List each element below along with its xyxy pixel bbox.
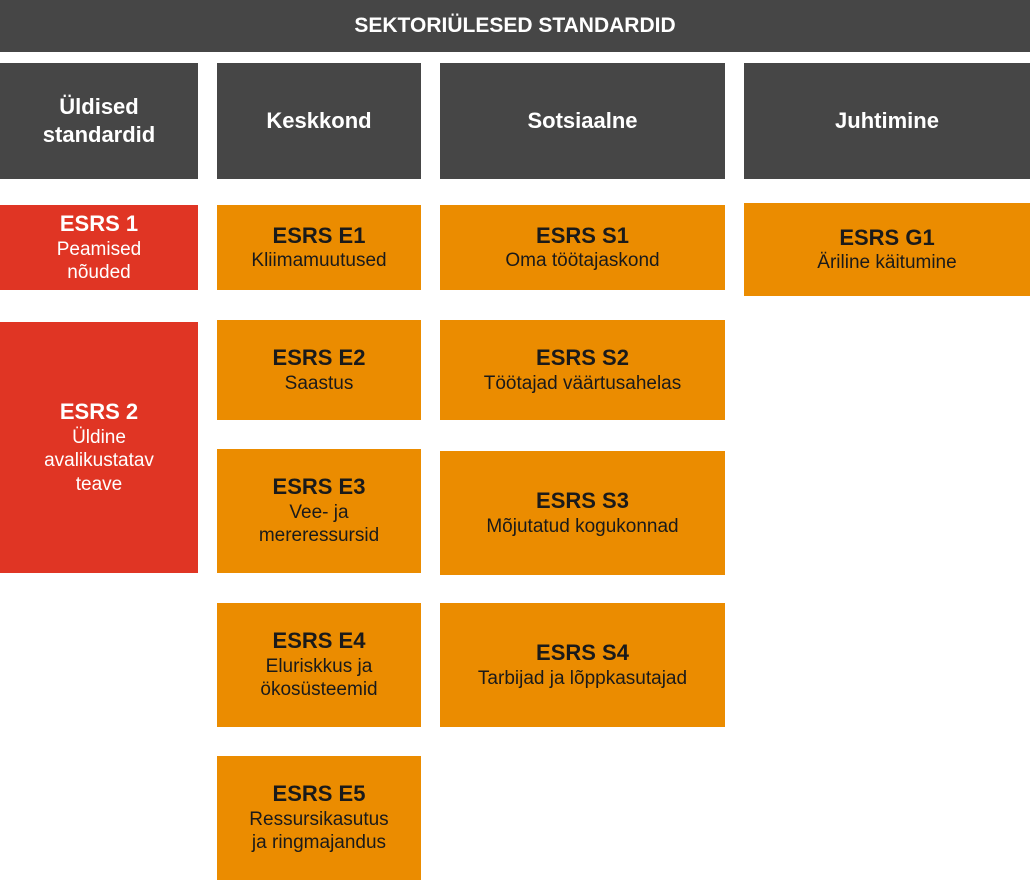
standard-name: Oma töötajaskond — [505, 250, 660, 272]
column-header-environment: Keskkond — [217, 63, 421, 179]
standard-name: Saastus — [284, 372, 354, 394]
column-title-environment: Keskkond — [266, 108, 372, 134]
standard-card-esrs-1: ESRS 1 Peamised nõuded — [0, 205, 198, 290]
column-title-governance: Juhtimine — [835, 108, 939, 134]
standard-card-esrs-e4: ESRS E4 Eluriskkus ja ökosüsteemid — [217, 603, 421, 727]
banner-title: SEKTORIÜLESED STANDARDID — [354, 14, 676, 38]
standard-code: ESRS E3 — [272, 474, 366, 500]
standard-code: ESRS S4 — [536, 640, 629, 665]
standard-card-esrs-g1: ESRS G1 Äriline käitumine — [744, 203, 1030, 296]
standard-code: ESRS E4 — [272, 628, 366, 654]
standard-name: Töötajad väärtusahelas — [483, 372, 682, 394]
standard-code: ESRS E1 — [272, 222, 366, 248]
standard-code: ESRS S1 — [536, 222, 629, 248]
standard-card-esrs-s1: ESRS S1 Oma töötajaskond — [440, 205, 725, 290]
standard-code: ESRS E2 — [272, 345, 366, 370]
standard-name: Ressursikasutus ja ringmajandus — [249, 809, 389, 854]
standard-card-esrs-e3: ESRS E3 Vee- ja mereressursid — [217, 449, 421, 573]
column-header-governance: Juhtimine — [744, 63, 1030, 179]
standard-code: ESRS S3 — [536, 488, 629, 513]
standard-code: ESRS S2 — [536, 345, 629, 370]
standard-code: ESRS E5 — [272, 781, 366, 807]
standard-card-esrs-e2: ESRS E2 Saastus — [217, 320, 421, 420]
standard-name: Eluriskkus ja ökosüsteemid — [260, 656, 378, 701]
standard-name: Tarbijad ja lõppkasutajad — [477, 667, 688, 689]
column-title-social: Sotsiaalne — [527, 108, 638, 134]
cross-sector-standards-banner: SEKTORIÜLESED STANDARDID — [0, 0, 1030, 52]
standard-card-esrs-e1: ESRS E1 Kliimamuutused — [217, 205, 421, 290]
column-header-social: Sotsiaalne — [440, 63, 725, 179]
standard-name: Vee- ja mereressursid — [258, 502, 380, 547]
standard-code: ESRS 1 — [59, 210, 139, 236]
standard-name: Mõjutatud kogukonnad — [486, 515, 679, 537]
standard-name: Peamised nõuded — [56, 238, 142, 283]
standard-card-esrs-s2: ESRS S2 Töötajad väärtusahelas — [440, 320, 725, 420]
standard-card-esrs-s3: ESRS S3 Mõjutatud kogukonnad — [440, 451, 725, 575]
standard-code: ESRS G1 — [839, 224, 935, 250]
standard-name: Äriline käitumine — [817, 252, 957, 274]
standard-code: ESRS 2 — [59, 399, 139, 425]
column-title-general: Üldised standardid — [42, 94, 156, 147]
standard-card-esrs-e5: ESRS E5 Ressursikasutus ja ringmajandus — [217, 756, 421, 880]
standard-card-esrs-s4: ESRS S4 Tarbijad ja lõppkasutajad — [440, 603, 725, 727]
standard-name: Üldine avalikustatav teave — [44, 427, 154, 495]
column-header-general: Üldised standardid — [0, 63, 198, 179]
standard-card-esrs-2: ESRS 2 Üldine avalikustatav teave — [0, 322, 198, 573]
standard-name: Kliimamuutused — [251, 250, 387, 272]
